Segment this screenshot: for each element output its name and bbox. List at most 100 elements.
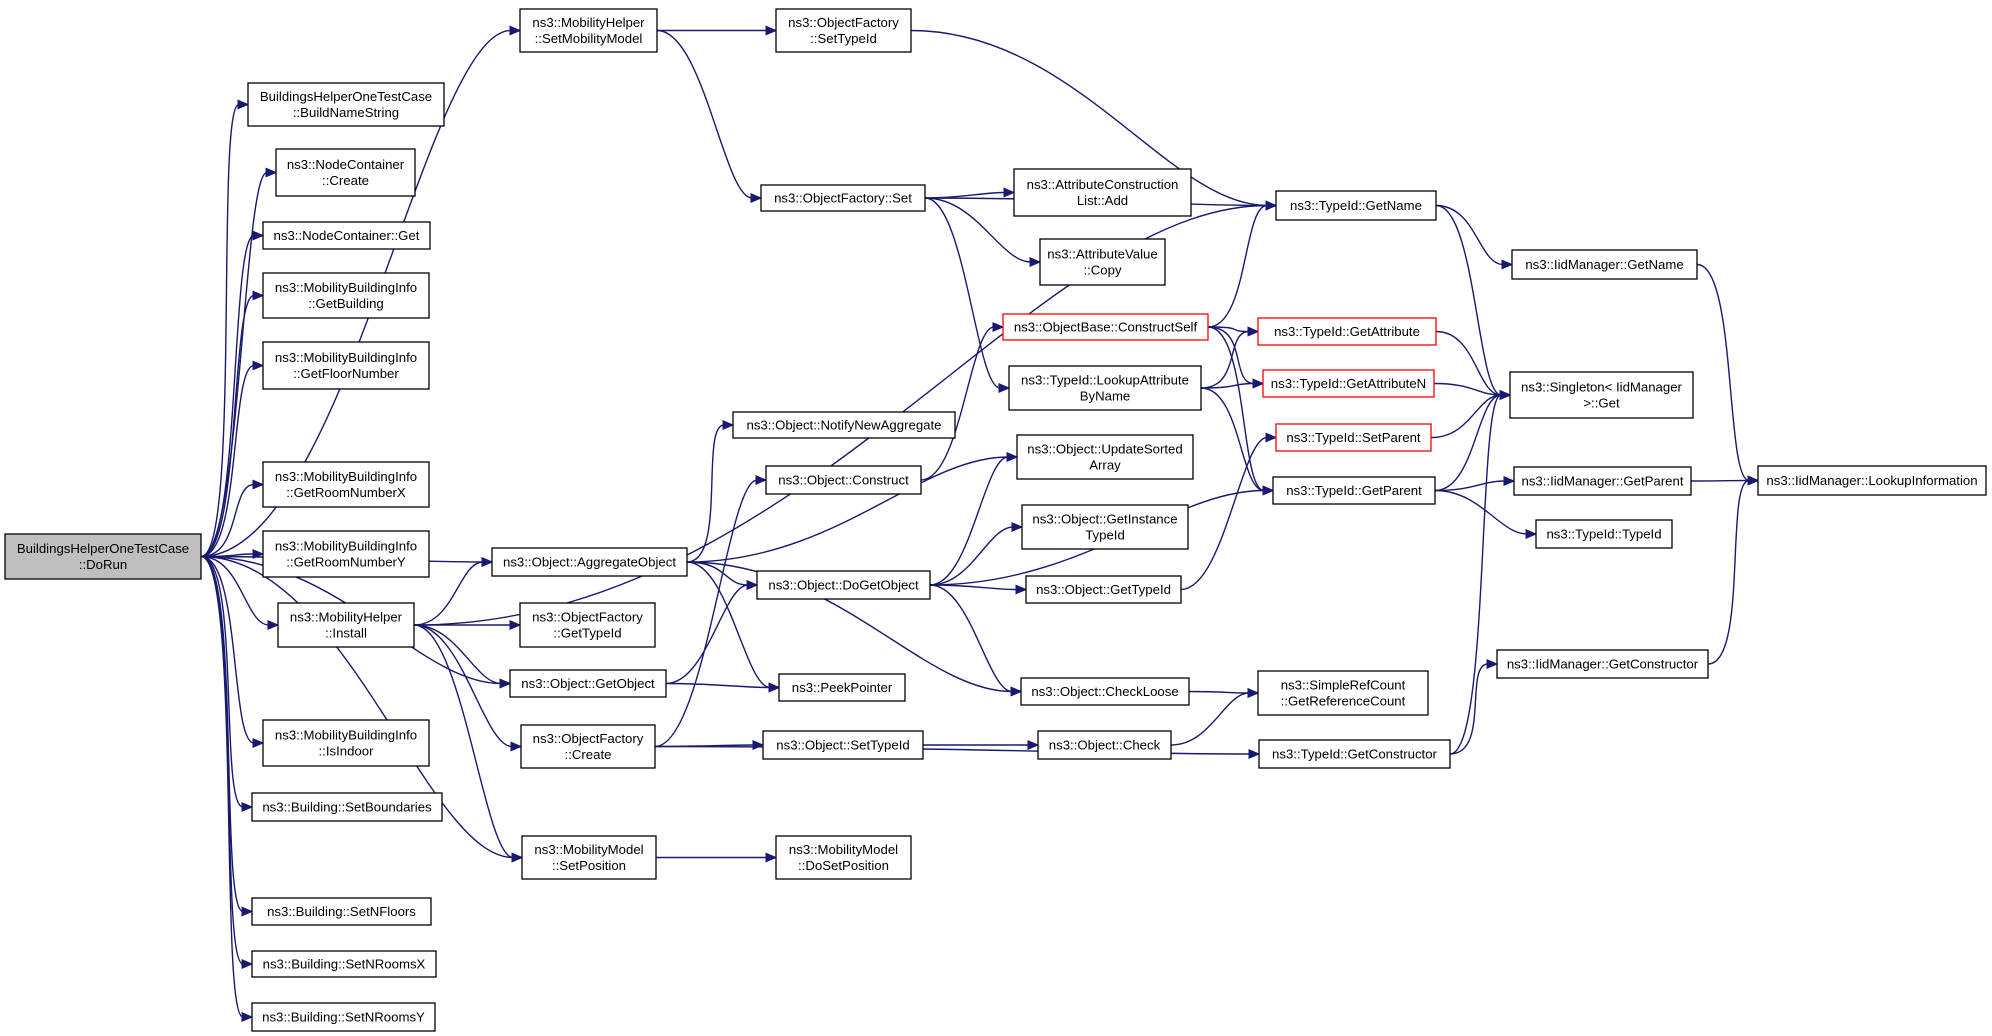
node-box bbox=[1513, 466, 1692, 496]
node-tid-get-parent[interactable]: ns3::TypeId::GetParent bbox=[1272, 476, 1436, 505]
node-mh-install[interactable]: ns3::MobilityHelper::Install bbox=[277, 602, 415, 648]
node-av-copy[interactable]: ns3::AttributeValue::Copy bbox=[1039, 238, 1166, 286]
edge-arrowhead bbox=[241, 906, 254, 917]
edge-tid-get-parent-to-im-get-parent bbox=[1434, 476, 1516, 492]
node-label: ns3::Object::DoGetObject bbox=[768, 578, 919, 593]
edge-line bbox=[665, 682, 771, 689]
function-nodes: BuildingsHelperOneTestCase::DoRunns3::Mo… bbox=[4, 8, 1987, 1032]
edge-mh-install-to-set-position bbox=[413, 624, 524, 863]
edge-arrowhead bbox=[1248, 749, 1261, 759]
edge-arrowhead bbox=[1503, 476, 1516, 486]
node-set-nfloors[interactable]: ns3::Building::SetNFloors bbox=[251, 897, 432, 926]
edge-line bbox=[654, 479, 758, 748]
node-label: ::GetFloorNumber bbox=[293, 366, 399, 381]
node-obj-construct[interactable]: ns3::Object::Construct bbox=[765, 465, 922, 495]
node-im-get-parent[interactable]: ns3::IidManager::GetParent bbox=[1513, 466, 1692, 496]
node-set-position[interactable]: ns3::MobilityModel::SetPosition bbox=[521, 835, 657, 880]
node-of-set[interactable]: ns3::ObjectFactory::Set bbox=[760, 184, 926, 212]
edge-obj-check-to-src-get-ref-count bbox=[1170, 688, 1260, 746]
edge-line bbox=[1434, 489, 1528, 535]
node-do-get-object[interactable]: ns3::Object::DoGetObject bbox=[756, 570, 931, 600]
node-tid-get-attribute-n[interactable]: ns3::TypeId::GetAttributeN bbox=[1262, 369, 1435, 398]
edge-dorun-to-get-room-number-x bbox=[200, 479, 265, 558]
node-get-building[interactable]: ns3::MobilityBuildingInfo::GetBuilding bbox=[262, 272, 430, 319]
node-src-get-ref-count[interactable]: ns3::SimpleRefCount::GetReferenceCount bbox=[1257, 670, 1429, 716]
edge-arrowhead bbox=[1262, 485, 1275, 496]
node-do-set-position[interactable]: ns3::MobilityModel::DoSetPosition bbox=[775, 835, 912, 880]
node-tid-set-parent[interactable]: ns3::TypeId::SetParent bbox=[1275, 423, 1432, 452]
node-label: ::SetTypeId bbox=[810, 31, 877, 46]
node-check-loose[interactable]: ns3::Object::CheckLoose bbox=[1020, 677, 1190, 706]
node-set-mobility-model[interactable]: ns3::MobilityHelper::SetMobilityModel bbox=[519, 8, 658, 53]
node-nc-get[interactable]: ns3::NodeContainer::Get bbox=[262, 221, 431, 250]
node-peek-pointer[interactable]: ns3::PeekPointer bbox=[778, 673, 906, 702]
edge-line bbox=[200, 555, 255, 744]
node-of-get-type-id[interactable]: ns3::ObjectFactory::GetTypeId bbox=[519, 602, 656, 648]
node-set-boundaries[interactable]: ns3::Building::SetBoundaries bbox=[251, 792, 443, 822]
node-label: ns3::Building::SetNFloors bbox=[267, 904, 416, 919]
node-obj-get-type-id[interactable]: ns3::Object::GetTypeId bbox=[1025, 575, 1182, 604]
node-singleton-get[interactable]: ns3::Singleton< IidManager>::Get bbox=[1509, 371, 1694, 419]
node-obj-check[interactable]: ns3::Object::Check bbox=[1037, 730, 1172, 760]
node-label: ns3::NodeContainer::Get bbox=[274, 228, 420, 243]
node-label: ns3::MobilityBuildingInfo bbox=[275, 728, 417, 743]
node-label: ns3::MobilityBuildingInfo bbox=[275, 539, 417, 554]
edge-line bbox=[413, 624, 502, 685]
edge-of-set-to-av-copy bbox=[924, 197, 1042, 267]
node-tid-get-attribute[interactable]: ns3::TypeId::GetAttribute bbox=[1257, 317, 1437, 346]
node-set-nrooms-y[interactable]: ns3::Building::SetNRoomsY bbox=[251, 1002, 436, 1032]
node-tid-get-constructor[interactable]: ns3::TypeId::GetConstructor bbox=[1258, 739, 1451, 769]
node-build-name-string[interactable]: BuildingsHelperOneTestCase::BuildNameStr… bbox=[247, 82, 445, 127]
edge-dorun-to-build-name-string bbox=[200, 99, 250, 558]
edge-arrowhead bbox=[722, 420, 735, 430]
node-label: ::GetBuilding bbox=[308, 296, 384, 311]
node-box bbox=[1275, 423, 1432, 452]
node-nc-create[interactable]: ns3::NodeContainer::Create bbox=[275, 148, 416, 197]
node-label: ns3::Object::UpdateSorted bbox=[1027, 442, 1182, 457]
node-label: ::Create bbox=[322, 173, 369, 188]
edge-of-create-to-obj-construct bbox=[654, 475, 768, 748]
node-label: ::GetRoomNumberY bbox=[286, 555, 406, 570]
node-notify-new-aggregate[interactable]: ns3::Object::NotifyNewAggregate bbox=[732, 411, 956, 439]
node-tid-type-id[interactable]: ns3::TypeId::TypeId bbox=[1535, 519, 1673, 549]
node-label: ns3::TypeId::LookupAttribute bbox=[1021, 373, 1189, 388]
node-label: ns3::TypeId::GetConstructor bbox=[1272, 747, 1438, 762]
node-box bbox=[1262, 369, 1435, 398]
node-get-room-number-y[interactable]: ns3::MobilityBuildingInfo::GetRoomNumber… bbox=[262, 530, 430, 578]
node-of-set-type-id[interactable]: ns3::ObjectFactory::SetTypeId bbox=[775, 8, 912, 53]
node-box bbox=[1272, 476, 1436, 505]
node-box bbox=[1037, 730, 1172, 760]
edge-arrowhead bbox=[1501, 259, 1514, 270]
node-tid-get-name[interactable]: ns3::TypeId::GetName bbox=[1275, 190, 1437, 221]
node-im-get-constructor[interactable]: ns3::IidManager::GetConstructor bbox=[1496, 649, 1709, 679]
node-of-create[interactable]: ns3::ObjectFactory::Create bbox=[520, 724, 656, 769]
node-box bbox=[1020, 677, 1190, 706]
edge-construct-self-to-tid-get-attribute-n bbox=[1207, 326, 1265, 389]
node-aggregate-object[interactable]: ns3::Object::AggregateObject bbox=[491, 547, 688, 577]
node-get-floor-number[interactable]: ns3::MobilityBuildingInfo::GetFloorNumbe… bbox=[262, 341, 430, 390]
node-label: ::GetReferenceCount bbox=[1281, 694, 1406, 709]
node-obj-set-type-id[interactable]: ns3::Object::SetTypeId bbox=[762, 730, 924, 760]
edge-arrowhead bbox=[252, 360, 265, 371]
node-is-indoor[interactable]: ns3::MobilityBuildingInfo::IsIndoor bbox=[262, 719, 430, 767]
edge-line bbox=[200, 555, 244, 913]
node-box bbox=[262, 341, 430, 390]
edge-line bbox=[686, 561, 771, 689]
node-construct-self[interactable]: ns3::ObjectBase::ConstructSelf bbox=[1002, 313, 1209, 341]
node-set-nrooms-x[interactable]: ns3::Building::SetNRoomsX bbox=[251, 950, 437, 978]
node-lookup-information[interactable]: ns3::IidManager::LookupInformation bbox=[1757, 465, 1987, 496]
node-obj-get-object[interactable]: ns3::Object::GetObject bbox=[509, 669, 667, 698]
node-label: ns3::ObjectFactory bbox=[788, 15, 899, 30]
node-im-get-name[interactable]: ns3::IidManager::GetName bbox=[1511, 249, 1698, 280]
node-get-room-number-x[interactable]: ns3::MobilityBuildingInfo::GetRoomNumber… bbox=[262, 461, 430, 508]
edge-dorun-to-set-nrooms-x bbox=[200, 555, 254, 969]
node-dorun[interactable]: BuildingsHelperOneTestCase::DoRun bbox=[4, 533, 202, 580]
node-box bbox=[251, 1002, 436, 1032]
node-box bbox=[251, 897, 432, 926]
edge-line bbox=[200, 234, 255, 558]
